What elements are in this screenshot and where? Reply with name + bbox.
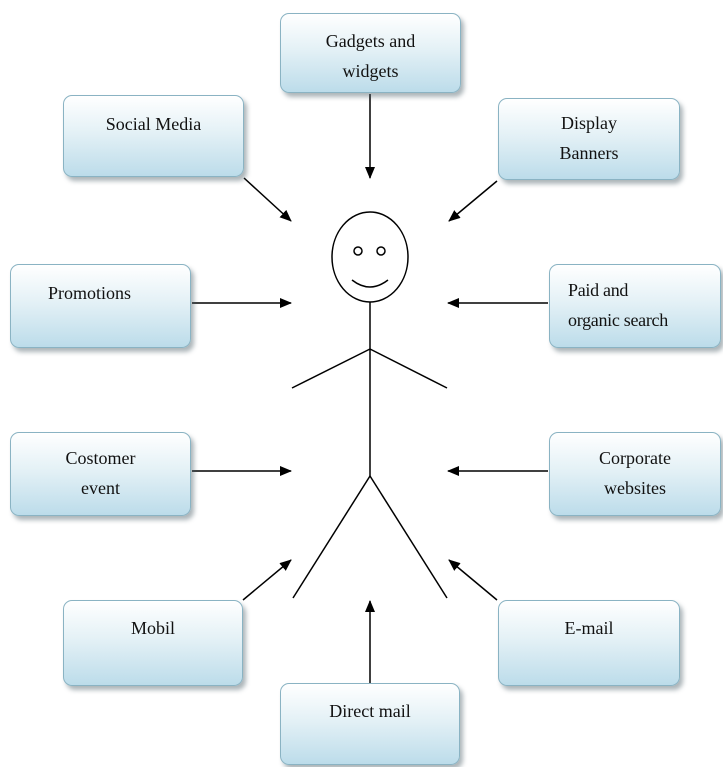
arrow-display-banners [448,180,498,222]
arrow-mobil [242,559,292,601]
node-customer-event-label: Costomer event [65,448,136,498]
node-mobil: Mobil [63,600,243,686]
stick-figure-right-eye [376,246,386,256]
node-e-mail: E-mail [498,600,680,686]
node-customer-event: Costomer event [10,432,191,516]
node-direct-mail: Direct mail [280,683,460,765]
node-corporate-websites: Corporate websites [549,432,721,516]
node-corporate-websites-label: Corporate websites [599,448,671,498]
arrow-email [448,559,498,601]
node-gadgets-and-widgets-label: Gadgets and widgets [325,31,416,81]
node-social-media: Social Media [63,95,244,177]
stick-figure-right-arm [369,348,448,389]
stick-figure-left-leg [292,475,371,599]
stick-figure-left-arm [291,348,371,389]
stick-figure-head [331,211,409,303]
stick-figure-left-eye [353,246,363,256]
node-direct-mail-label: Direct mail [329,701,411,721]
node-display-banners-label: Display Banners [559,113,619,163]
node-e-mail-label: E-mail [564,618,614,638]
node-promotions: Promotions [10,264,191,348]
node-paid-and-organic-search: Paid and organic search [549,264,721,348]
node-social-media-label: Social Media [105,114,202,134]
node-gadgets-and-widgets: Gadgets and widgets [280,13,461,93]
node-paid-and-organic-search-label: Paid and organic search [568,280,668,330]
node-mobil-label: Mobil [130,618,175,638]
stick-figure-smile [351,279,389,288]
stick-figure [291,211,448,599]
arrow-social-media [243,177,292,222]
node-display-banners: Display Banners [498,98,680,180]
node-promotions-label: Promotions [48,283,132,303]
stick-figure-right-leg [369,475,448,599]
